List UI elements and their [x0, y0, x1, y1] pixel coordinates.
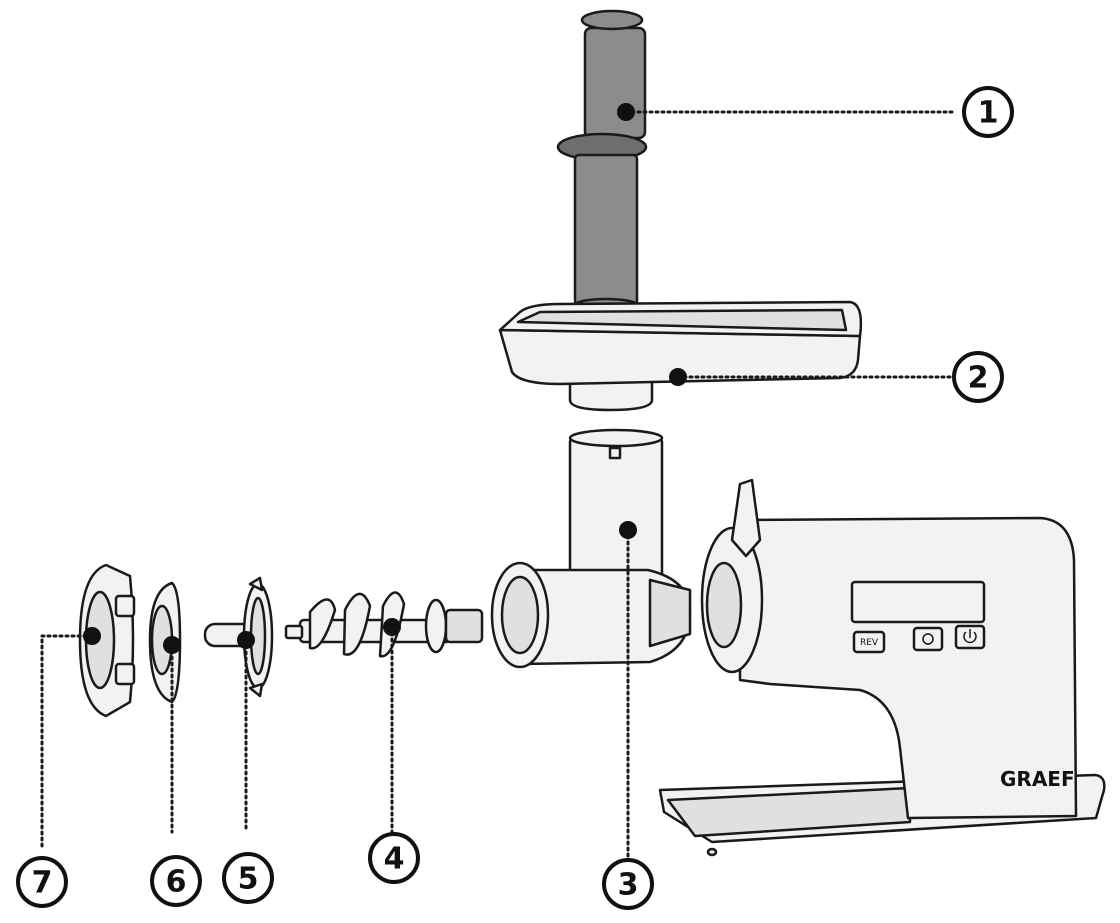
anchor-dot-3 [619, 521, 637, 539]
callout-6: 6 [150, 855, 202, 907]
callout-label: 6 [166, 865, 187, 900]
part-feeding-tray [498, 300, 863, 412]
anchor-dot-6 [163, 636, 181, 654]
callout-4: 4 [368, 832, 420, 884]
part-auger [284, 591, 484, 658]
callout-3: 3 [602, 858, 654, 910]
anchor-dot-5 [237, 631, 255, 649]
callout-label: 1 [978, 96, 999, 131]
callout-1: 1 [962, 86, 1014, 138]
power-icon [963, 629, 977, 644]
anchor-dot-1 [617, 103, 635, 121]
callout-label: 2 [968, 361, 989, 396]
leader-lines [40, 110, 957, 862]
anchor-dots [83, 103, 687, 654]
part-pusher [556, 9, 648, 313]
callout-2: 2 [952, 351, 1004, 403]
part-motor-base: REV GRAEF [658, 478, 1106, 857]
callout-5: 5 [222, 852, 274, 904]
callout-label: 5 [238, 862, 259, 897]
callout-label: 4 [384, 842, 405, 877]
anchor-dot-2 [669, 368, 687, 386]
callout-label: 3 [618, 868, 639, 903]
part-ring-nut [78, 563, 136, 718]
anchor-dot-4 [383, 618, 401, 636]
anchor-dot-7 [83, 627, 101, 645]
part-grinder-housing [490, 428, 692, 669]
brand-label: GRAEF [1000, 767, 1075, 791]
mode-icon [922, 633, 934, 645]
callout-label: 7 [32, 866, 53, 901]
rev-button-label: REV [860, 638, 879, 648]
callout-7: 7 [16, 856, 68, 908]
